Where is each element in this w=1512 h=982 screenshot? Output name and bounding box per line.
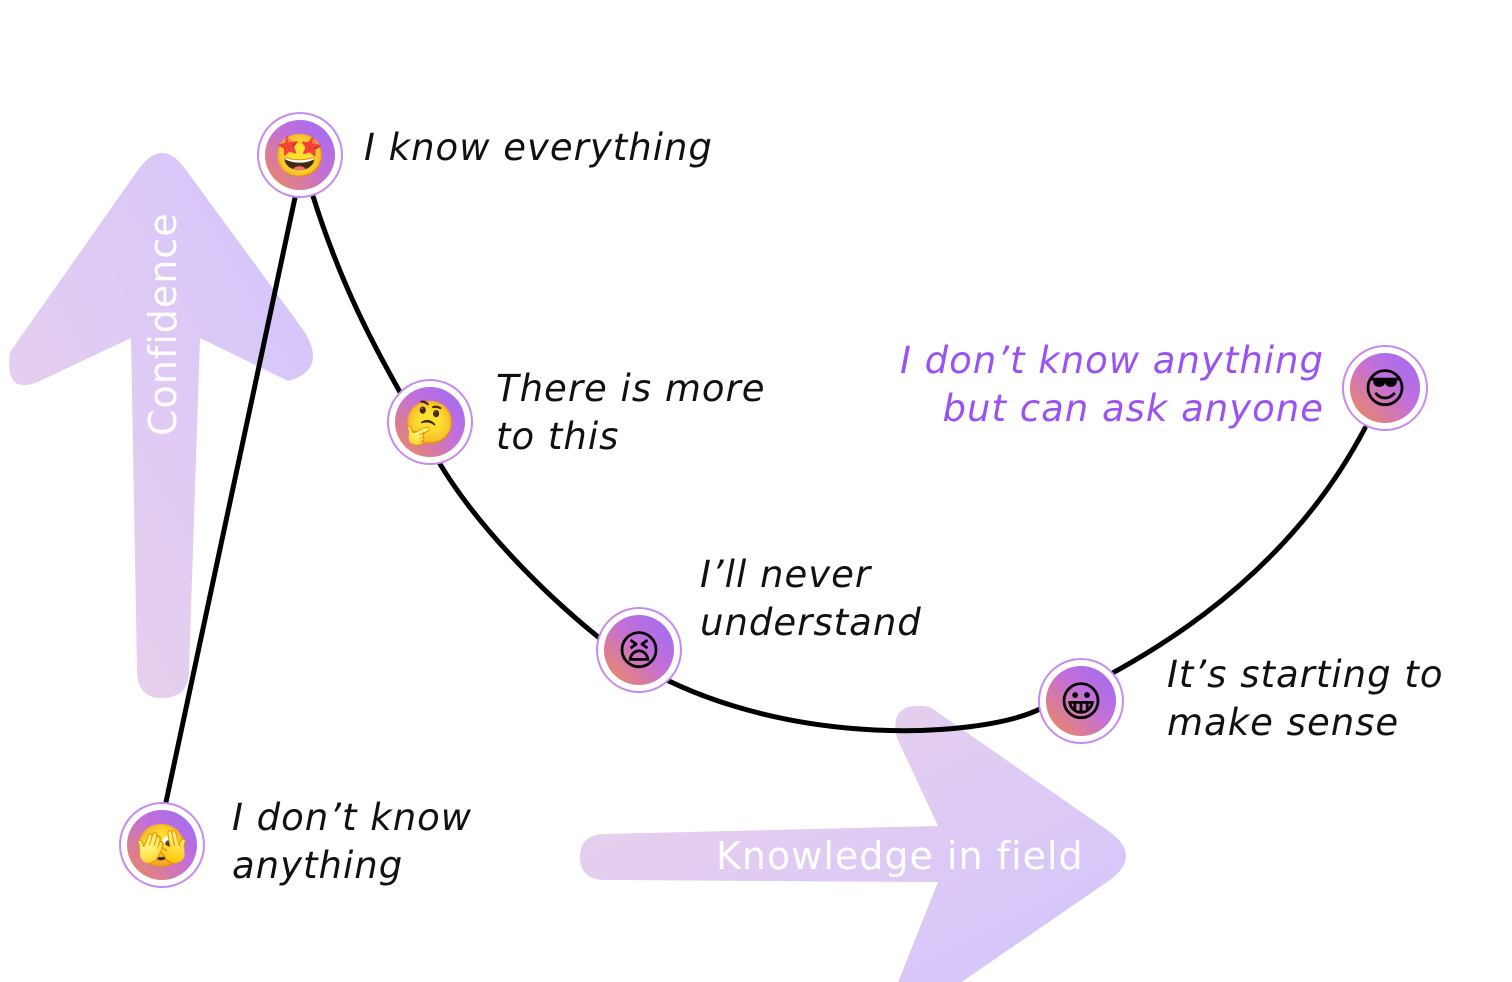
confidence-axis-arrow: Confidence: [9, 153, 314, 698]
icon-badge: [1350, 353, 1420, 423]
stage-markers: 🫣 I don’t know anything 🤩 I know everything 🤔…: [119, 112, 1444, 888]
knowledge-axis-label: Knowledge in field: [716, 834, 1084, 878]
icon-badge: [1046, 666, 1116, 736]
stage-label-line: anything: [232, 844, 403, 887]
star-struck-face-icon: 🤩: [274, 131, 326, 180]
stage-label-line: to this: [496, 415, 619, 458]
face-with-hand-over-eyes-icon: 🫣: [136, 821, 188, 870]
icon-badge: [127, 810, 197, 880]
stage-dont-know-anything: 🫣 I don’t know anything: [119, 796, 472, 888]
stage-label-line: I’ll never: [700, 553, 873, 596]
icon-badge: [604, 615, 674, 685]
grinning-face-icon: 😀: [1059, 677, 1103, 726]
stage-label-line: It’s starting to: [1167, 653, 1444, 696]
confidence-axis-label: Confidence: [141, 212, 185, 436]
knowledge-arrow-shape: [580, 706, 1126, 982]
stage-know-everything: 🤩 I know everything: [257, 112, 713, 198]
stage-can-ask-anyone: 😎 I don’t know anything but can ask anyone: [900, 339, 1428, 431]
knowledge-axis-arrow: Knowledge in field: [580, 706, 1126, 982]
stage-label: It’s starting to make sense: [1167, 653, 1444, 744]
stage-label: There is more to this: [496, 367, 766, 458]
stage-label-line: There is more: [496, 367, 766, 410]
stage-label-line: I don’t know anything: [900, 339, 1324, 382]
stage-label-line: understand: [700, 601, 922, 644]
stage-label: I don’t know anything: [232, 796, 472, 887]
curve-descent-and-recovery: [309, 190, 1368, 734]
stage-never-understand: 😫 I’ll never understand: [596, 553, 922, 693]
icon-badge: [265, 120, 335, 190]
stage-starting-to-make-sense: 😀 It’s starting to make sense: [1038, 653, 1444, 744]
curve-rise-segment: [163, 190, 299, 805]
stage-label: I know everything: [364, 126, 713, 169]
stage-label: I don’t know anything but can ask anyone: [900, 339, 1324, 430]
confidence-arrow-shape: [9, 153, 314, 698]
stage-label-line: I know everything: [364, 126, 713, 169]
tired-face-icon: 😫: [617, 626, 661, 675]
sunglasses-face-icon: 😎: [1363, 364, 1407, 413]
stage-label: I’ll never understand: [700, 553, 922, 644]
stage-label-line: but can ask anyone: [943, 387, 1324, 430]
thinking-face-icon: 🤔: [404, 398, 456, 447]
stage-label-line: I don’t know: [232, 796, 472, 839]
icon-badge: [395, 387, 465, 457]
stage-more-to-this: 🤔 There is more to this: [387, 367, 766, 465]
stage-label-line: make sense: [1167, 701, 1399, 744]
